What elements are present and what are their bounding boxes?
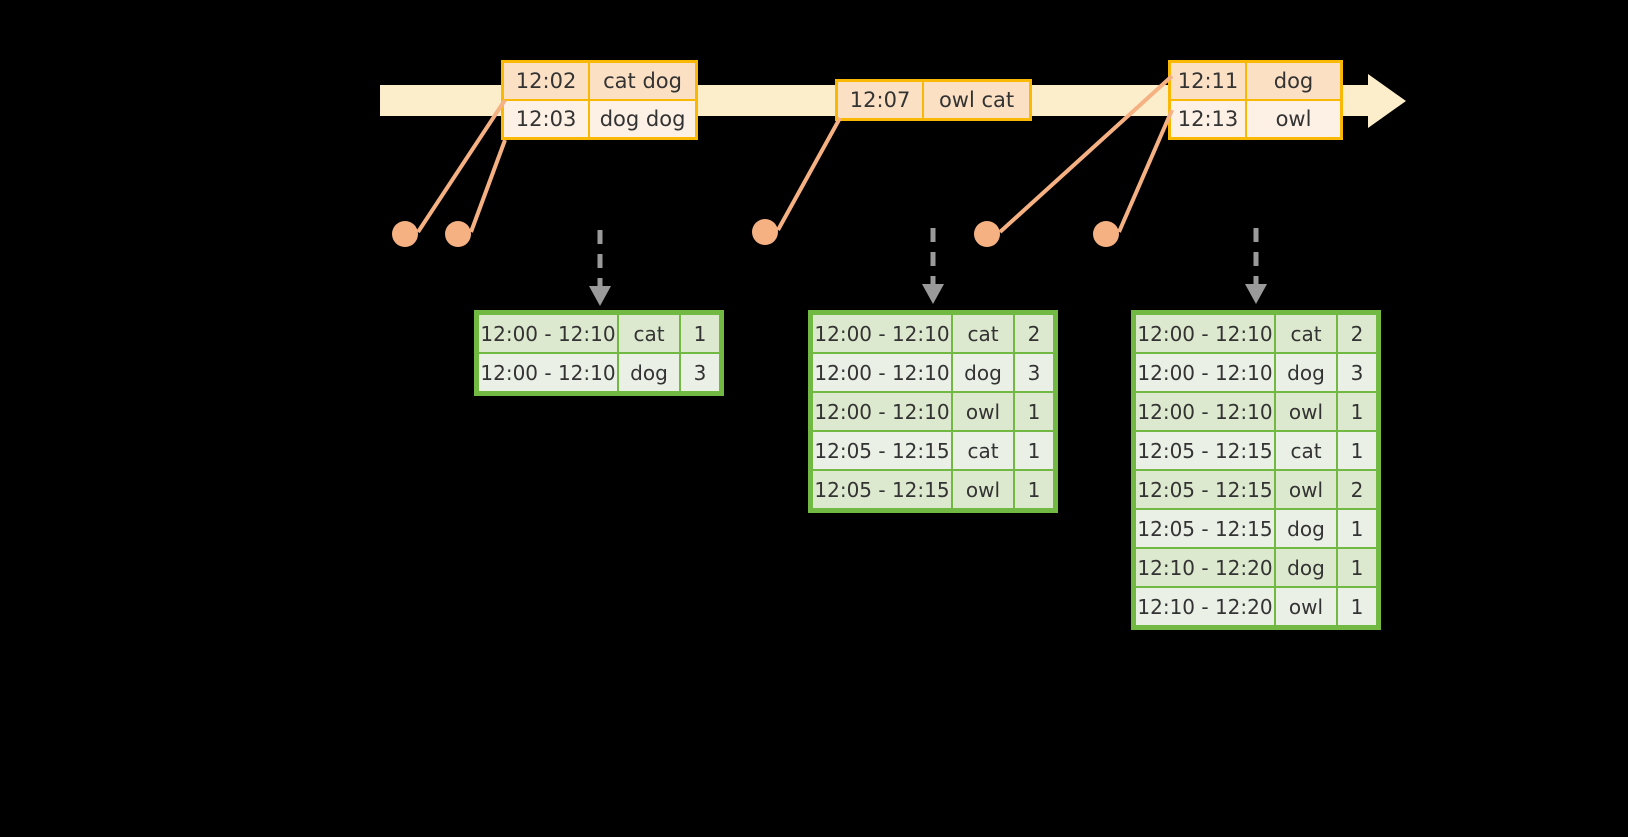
count-cell: 1 [681, 315, 719, 352]
window-cell: 12:00 - 12:10 [1136, 354, 1274, 391]
count-cell: 1 [1015, 471, 1053, 508]
count-cell: 1 [1338, 393, 1376, 430]
dashed-arrow-down-icon-3 [1245, 228, 1267, 304]
window-cell: 12:00 - 12:10 [1136, 315, 1274, 352]
window-cell: 12:10 - 12:20 [1136, 588, 1274, 625]
word-cell: cat [619, 315, 679, 352]
window-cell: 12:00 - 12:10 [479, 315, 617, 352]
count-cell: 1 [1338, 432, 1376, 469]
word-cell: dog [1276, 354, 1336, 391]
count-cell: 1 [1015, 393, 1053, 430]
connector-dot-3 [752, 219, 778, 245]
event-time: 12:07 [838, 82, 923, 118]
count-cell: 2 [1015, 315, 1053, 352]
window-cell: 12:00 - 12:10 [813, 354, 951, 391]
event-group-3: 12:11 dog 12:13 owl [1168, 60, 1343, 140]
word-cell: cat [1276, 432, 1336, 469]
event-row: 12:11 dog [1171, 63, 1340, 99]
window-cell: 12:05 - 12:15 [1136, 471, 1274, 508]
count-cell: 1 [1338, 549, 1376, 586]
event-row: 12:02 cat dog [504, 63, 695, 99]
word-cell: cat [953, 432, 1013, 469]
event-words: owl [1245, 101, 1340, 137]
window-cell: 12:00 - 12:10 [813, 315, 951, 352]
count-cell: 3 [1015, 354, 1053, 391]
window-cell: 12:05 - 12:15 [1136, 510, 1274, 547]
word-cell: cat [953, 315, 1013, 352]
connector-dot-4 [974, 221, 1000, 247]
window-cell: 12:00 - 12:10 [813, 393, 951, 430]
word-cell: owl [953, 471, 1013, 508]
word-cell: owl [1276, 393, 1336, 430]
word-cell: dog [953, 354, 1013, 391]
connector-dot-2 [445, 221, 471, 247]
window-cell: 12:00 - 12:10 [479, 354, 617, 391]
event-time: 12:03 [504, 101, 589, 137]
dashed-arrow-down-icon-1 [589, 230, 611, 306]
event-words: cat dog [588, 63, 695, 99]
word-cell: owl [953, 393, 1013, 430]
count-cell: 3 [681, 354, 719, 391]
window-cell: 12:05 - 12:15 [813, 471, 951, 508]
event-row: 12:07 owl cat [838, 82, 1029, 118]
count-cell: 1 [1338, 588, 1376, 625]
event-time: 12:13 [1171, 101, 1245, 137]
event-time: 12:11 [1171, 63, 1245, 99]
dashed-arrow-down-icon-2 [922, 228, 944, 304]
window-cell: 12:05 - 12:15 [1136, 432, 1274, 469]
event-group-2: 12:07 owl cat [835, 79, 1032, 121]
word-cell: dog [1276, 549, 1336, 586]
event-group-1: 12:02 cat dog 12:03 dog dog [501, 60, 698, 140]
connector-dot-5 [1093, 221, 1119, 247]
connector-dot-1 [392, 221, 418, 247]
count-cell: 2 [1338, 471, 1376, 508]
count-cell: 2 [1338, 315, 1376, 352]
word-cell: owl [1276, 588, 1336, 625]
count-cell: 1 [1338, 510, 1376, 547]
count-cell: 1 [1015, 432, 1053, 469]
event-row: 12:13 owl [1171, 99, 1340, 137]
count-cell: 3 [1338, 354, 1376, 391]
window-cell: 12:10 - 12:20 [1136, 549, 1274, 586]
word-cell: owl [1276, 471, 1336, 508]
timeline-arrowhead-icon [1368, 74, 1406, 128]
event-words: dog dog [588, 101, 695, 137]
window-cell: 12:05 - 12:15 [813, 432, 951, 469]
word-cell: dog [619, 354, 679, 391]
event-time: 12:02 [504, 63, 589, 99]
word-cell: dog [1276, 510, 1336, 547]
word-cell: cat [1276, 315, 1336, 352]
event-words: owl cat [922, 82, 1029, 118]
event-words: dog [1245, 63, 1340, 99]
window-cell: 12:00 - 12:10 [1136, 393, 1274, 430]
event-row: 12:03 dog dog [504, 99, 695, 137]
